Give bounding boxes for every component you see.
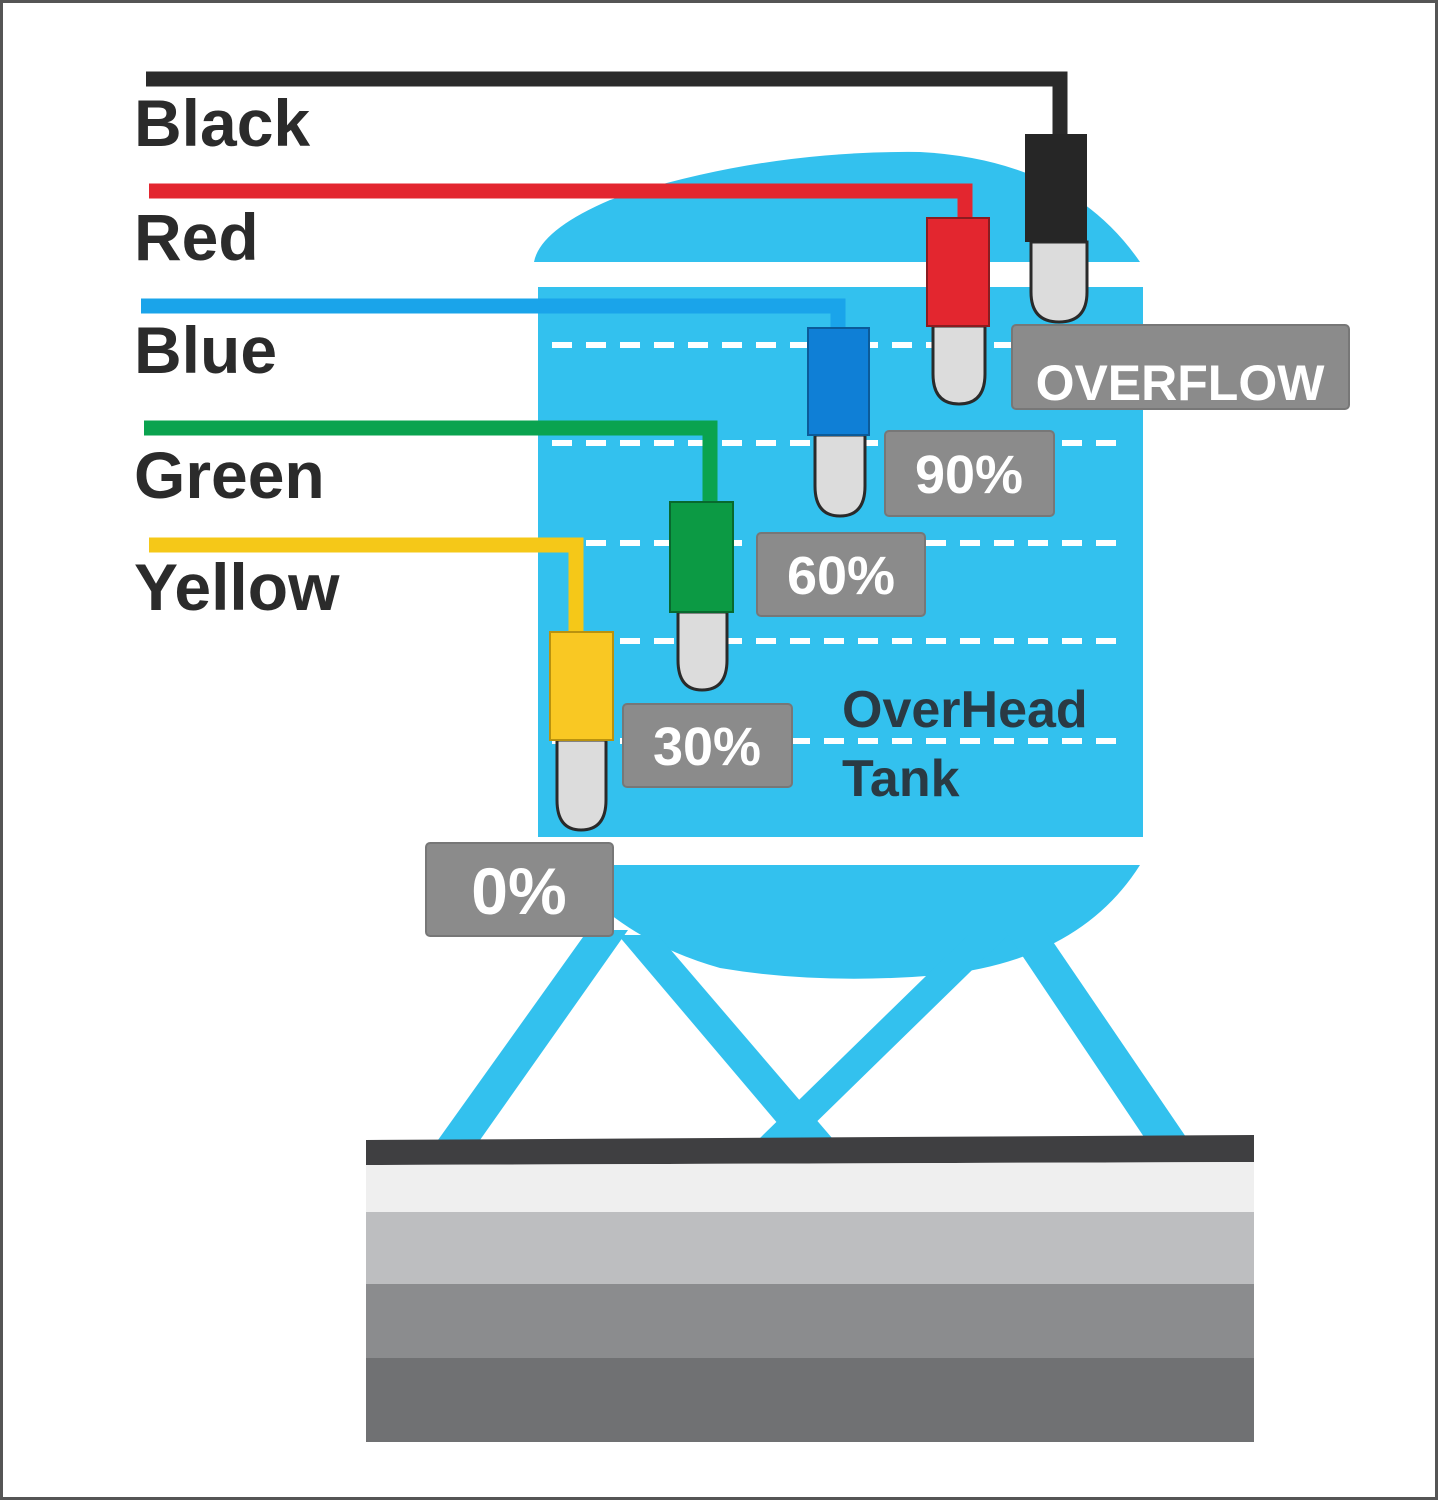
wire-label-yellow: Yellow (134, 550, 340, 624)
probe-tip-blue (813, 433, 867, 518)
ground-base (366, 1135, 1254, 1442)
probe-black (1025, 134, 1089, 324)
level-box-overflow-bg (1011, 324, 1350, 410)
level-box-0: 0% (425, 842, 614, 937)
support-brace-right (760, 935, 1008, 1138)
level-box-60: 60% (756, 532, 926, 617)
ground-layer-4 (366, 1358, 1254, 1442)
wire-labels: Black Red Blue Green Yellow (134, 86, 340, 624)
level-labels: OVERFLOW 90% 60% 30% 0% (425, 324, 1350, 937)
support-leg-right (1005, 930, 1188, 1140)
level-label-60: 60% (787, 546, 895, 606)
level-label-30: 30% (653, 717, 761, 777)
probe-tip-black (1029, 240, 1089, 324)
level-label-0: 0% (471, 854, 566, 928)
level-box-30: 30% (622, 703, 793, 788)
wire-red (149, 183, 973, 222)
ground-layer-3 (366, 1284, 1254, 1360)
ground-top-edge (366, 1135, 1254, 1165)
level-box-30-bg (622, 703, 793, 788)
probe-sleeve-green (669, 501, 734, 613)
wire-green (144, 420, 718, 508)
probe-yellow (549, 631, 614, 832)
probe-sleeve-yellow (549, 631, 614, 741)
level-box-60-bg (756, 532, 926, 617)
probe-tip-green (676, 610, 729, 692)
level-box-90-bg (884, 430, 1055, 517)
level-label-overflow: OVERFLOW (1036, 355, 1326, 411)
wires (141, 71, 1068, 636)
wire-label-red: Red (134, 200, 259, 274)
tank-bottom-dome (560, 865, 1140, 979)
tank-support (438, 930, 1188, 1140)
wire-yellow (149, 537, 584, 636)
level-box-0-bg (425, 842, 614, 937)
probe-tip-yellow (555, 738, 608, 832)
probe-sleeve-blue (807, 327, 870, 436)
ground-layer-2 (366, 1212, 1254, 1284)
wire-label-black: Black (134, 86, 310, 160)
wire-black (146, 71, 1068, 140)
wire-label-green: Green (134, 438, 325, 512)
tank-label: OverHead Tank (842, 681, 1088, 808)
probe-sleeve-black (1025, 134, 1087, 242)
support-leg-left (438, 930, 628, 1140)
probe-blue (807, 327, 870, 518)
tank-label-line2: Tank (842, 750, 960, 808)
ground-layer-1 (366, 1162, 1254, 1214)
wire-blue (141, 298, 846, 332)
wire-label-blue: Blue (134, 313, 277, 387)
tank-label-line1: OverHead (842, 681, 1088, 739)
probe-sleeve-red (926, 217, 990, 327)
level-box-90: 90% (884, 430, 1055, 517)
probe-green (669, 501, 734, 692)
probe-red (926, 217, 990, 406)
level-label-90: 90% (915, 445, 1023, 505)
support-brace-left (618, 935, 832, 1138)
probe-tip-red (931, 324, 987, 406)
probes (549, 134, 1089, 832)
level-box-overflow: OVERFLOW (1011, 324, 1350, 411)
